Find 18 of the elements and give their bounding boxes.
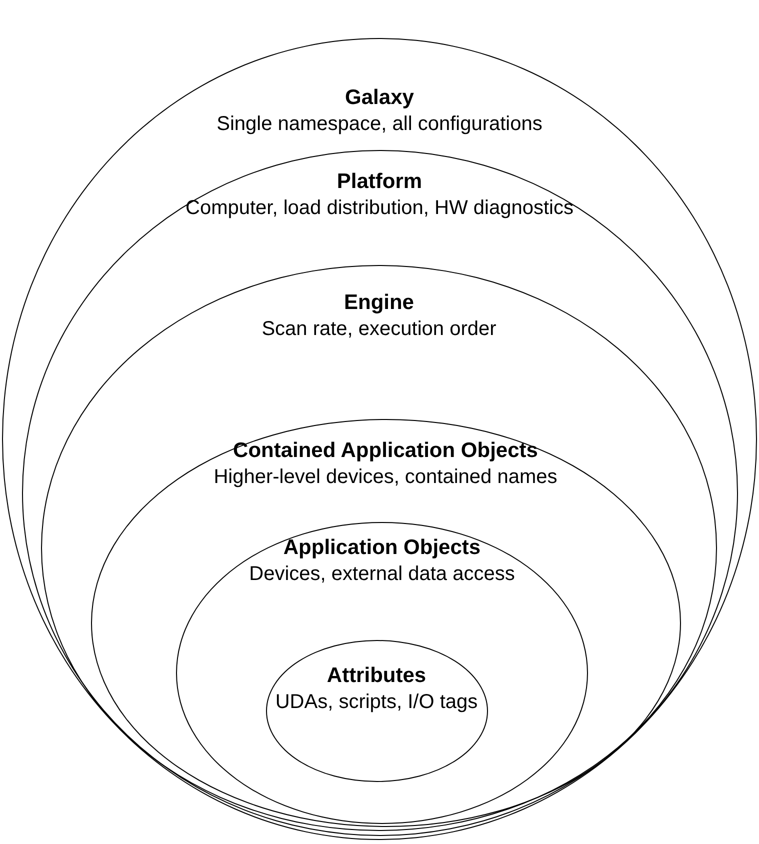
layer-description: Scan rate, execution order <box>262 317 496 342</box>
layer-title: Platform <box>336 168 422 194</box>
layer-ellipse <box>176 522 588 824</box>
layer-description: Devices, external data access <box>249 562 515 587</box>
layer-title: Contained Application Objects <box>233 438 538 464</box>
layer-title: Galaxy <box>345 85 414 111</box>
layer-ellipse <box>22 150 738 836</box>
layer-description: UDAs, scripts, I/O tags <box>275 690 478 714</box>
layer-title: Application Objects <box>283 535 481 561</box>
layer-ellipse <box>90 418 680 826</box>
layer-ellipse <box>2 38 757 840</box>
layer-title: Engine <box>344 290 414 316</box>
layer-description: Higher-level devices, contained names <box>214 464 558 490</box>
layer-ellipse <box>266 640 488 782</box>
layer-title: Attributes <box>326 662 426 688</box>
layer-description: Computer, load distribution, HW diagnostics <box>186 196 574 220</box>
layer-ellipse <box>41 265 717 831</box>
layer-description: Single namespace, all configurations <box>216 112 542 137</box>
